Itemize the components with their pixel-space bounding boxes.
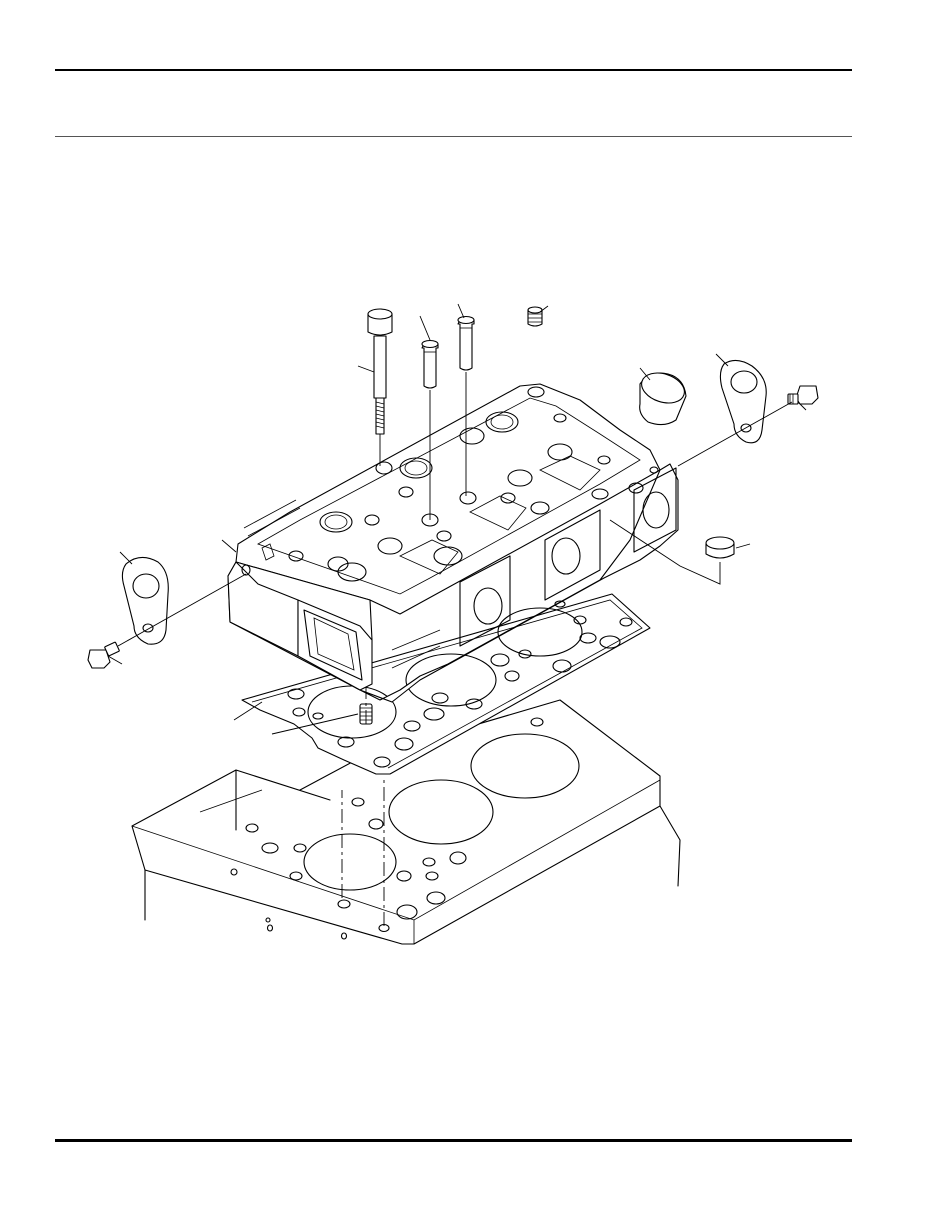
stud: [360, 684, 372, 724]
header-rule: [55, 69, 852, 71]
cylinder-block: [132, 700, 680, 944]
lifting-eye: [720, 360, 766, 442]
block-cylinder-bore: [304, 734, 579, 890]
alignment-line: [118, 574, 246, 646]
alignment-line: [678, 402, 792, 466]
lifting-eye-bolt: [88, 642, 120, 668]
cylinder-head: [228, 384, 678, 702]
threaded-bore: [320, 412, 518, 532]
valve-guide: [422, 341, 438, 521]
plug: [528, 307, 542, 326]
expansion-plug: [638, 368, 688, 425]
alignment-line: [342, 780, 384, 926]
lifting-eye-bolt: [788, 386, 818, 404]
valve-guide: [458, 317, 474, 497]
sealing-cap: [610, 520, 734, 584]
callout-leader: [108, 304, 806, 734]
block-bolt-hole: [231, 718, 543, 939]
header-underline: [55, 136, 852, 137]
footer-rule: [55, 1139, 852, 1142]
lifting-eye: [122, 557, 168, 644]
head-bolt-hole: [289, 387, 643, 581]
head-bolt: [368, 309, 392, 466]
